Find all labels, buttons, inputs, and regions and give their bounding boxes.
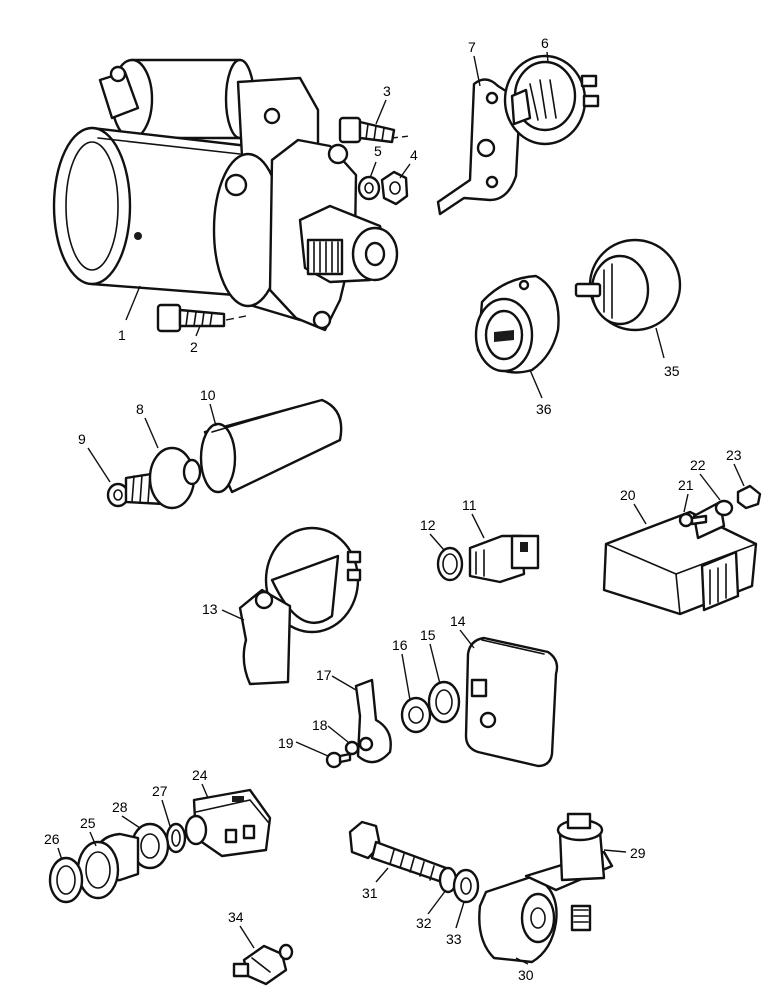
- washer-part-15: [427, 680, 461, 724]
- callout-6: 6: [541, 35, 549, 51]
- washer-part-33: [452, 868, 480, 904]
- callout-3: 3: [383, 83, 391, 99]
- lever-part-17: [354, 678, 392, 764]
- callout-23: 23: [726, 447, 742, 463]
- pressure-switch-part-29: [556, 812, 606, 932]
- callout-4: 4: [410, 147, 418, 163]
- callout-21: 21: [678, 477, 694, 493]
- callout-35: 35: [664, 363, 680, 379]
- sensor-part-8: [124, 446, 202, 510]
- callout-1: 1: [118, 327, 126, 343]
- switch-part-6: [503, 54, 600, 146]
- callout-15: 15: [420, 627, 436, 643]
- callout-7: 7: [468, 39, 476, 55]
- bolt-part-2: [156, 303, 247, 333]
- callout-18: 18: [312, 717, 328, 733]
- nut-part-4: [380, 170, 409, 206]
- switch-part-24: [184, 788, 272, 858]
- nut-part-23: [736, 484, 762, 510]
- callout-8: 8: [136, 401, 144, 417]
- callout-16: 16: [392, 637, 408, 653]
- callout-11: 11: [462, 497, 477, 513]
- callout-12: 12: [420, 517, 436, 533]
- washer-part-27: [165, 822, 187, 854]
- callouts: 1 2 3 4 5 6 7 8 9 10 11 12 13 14 15 16 1…: [44, 35, 742, 983]
- leader-lines: [57, 51, 745, 965]
- callout-10: 10: [200, 387, 216, 403]
- switch-box-part-14: [464, 636, 559, 768]
- switch-part-35: [574, 238, 682, 332]
- callout-2: 2: [190, 339, 198, 355]
- relay-part-20: [602, 500, 758, 616]
- washer-part-22: [714, 499, 734, 517]
- bracket-part-7: [436, 78, 522, 216]
- callout-9: 9: [78, 431, 86, 447]
- bolt-part-3: [338, 116, 411, 144]
- switch-part-13: [238, 526, 362, 686]
- bolt-part-31: [348, 820, 448, 884]
- starter-motor: [52, 58, 399, 332]
- sensor-part-34: [232, 943, 294, 986]
- callout-5: 5: [374, 143, 382, 159]
- callout-25: 25: [80, 815, 96, 831]
- switch-part-11: [468, 534, 540, 584]
- callout-14: 14: [450, 613, 466, 629]
- washer-part-9: [106, 482, 130, 508]
- callout-13: 13: [202, 601, 218, 617]
- callout-20: 20: [620, 487, 636, 503]
- bezel-part-25: [76, 832, 140, 900]
- callout-22: 22: [690, 457, 706, 473]
- cover-part-36: [474, 274, 560, 374]
- nut-part-28: [130, 822, 170, 870]
- callout-19: 19: [278, 735, 294, 751]
- callout-28: 28: [112, 799, 128, 815]
- nut-part-16: [400, 696, 432, 734]
- callout-34: 34: [228, 909, 244, 925]
- washer-part-18: [344, 740, 360, 756]
- washer-part-5: [357, 175, 381, 201]
- callout-31: 31: [362, 885, 378, 901]
- screw-part-21: [678, 512, 708, 528]
- screw-part-19: [325, 751, 352, 769]
- cap-part-26: [48, 856, 84, 904]
- callout-24: 24: [192, 767, 208, 783]
- callout-26: 26: [44, 831, 60, 847]
- callout-29: 29: [630, 845, 646, 861]
- callout-33: 33: [446, 931, 462, 947]
- callout-32: 32: [416, 915, 432, 931]
- cover-part-10: [199, 398, 343, 494]
- callout-36: 36: [536, 401, 552, 417]
- washer-part-12: [436, 546, 464, 582]
- callout-17: 17: [316, 667, 332, 683]
- callout-27: 27: [152, 783, 168, 799]
- callout-30: 30: [518, 967, 534, 983]
